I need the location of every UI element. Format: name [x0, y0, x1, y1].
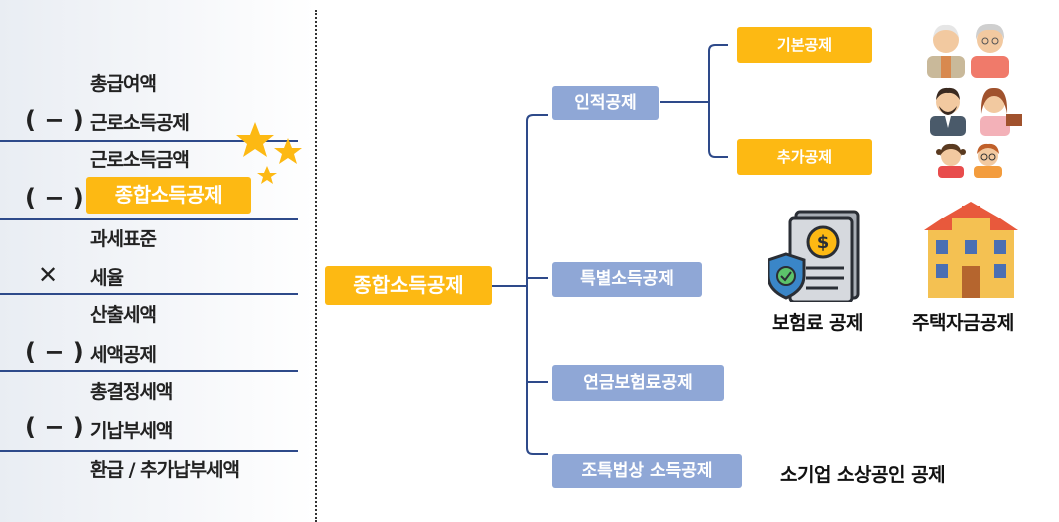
sub-basic-deduction: 기본공제	[737, 27, 872, 63]
adult-couple-icon	[930, 87, 1022, 136]
dotted-divider	[315, 10, 317, 522]
branch-special-income-deduction: 특별소득공제	[552, 262, 702, 297]
calc-earned-income-amount: 근로소득금액	[90, 149, 190, 171]
label-small-business-deduction: 소기업 소상공인 공제	[780, 464, 946, 486]
minus-operator: ( − )	[25, 338, 84, 366]
branch-personal-deduction: 인적공제	[552, 86, 659, 120]
sub-additional-deduction: 추가공제	[737, 139, 872, 175]
divider-line	[0, 450, 298, 452]
left-panel-background	[0, 0, 316, 522]
insurance-document-icon: $	[768, 210, 860, 302]
divider-line	[0, 293, 298, 295]
multiply-operator: ✕	[38, 261, 59, 289]
branch-special-tax-act-deduction: 조특법상 소득공제	[552, 454, 742, 488]
calc-prepaid-tax: 기납부세액	[90, 420, 173, 442]
branch-pension-insurance-deduction: 연금보험료공제	[552, 365, 724, 401]
calc-tax-base: 과세표준	[90, 228, 157, 250]
divider-line	[0, 140, 298, 142]
minus-operator: ( − )	[25, 413, 84, 441]
calc-calculated-tax: 산출세액	[90, 304, 157, 326]
house-icon	[924, 202, 1018, 298]
divider-line	[0, 370, 298, 372]
label-housing-fund-deduction: 주택자금공제	[912, 312, 1014, 334]
calc-tax-rate: 세율	[90, 267, 124, 289]
star-icon	[236, 122, 302, 184]
svg-text:$: $	[817, 232, 830, 253]
calc-refund-additional-tax: 환급 / 추가납부세액	[90, 459, 240, 481]
calc-earned-income-deduction: 근로소득공제	[90, 112, 190, 134]
minus-operator: ( − )	[25, 184, 84, 212]
minus-operator: ( − )	[25, 106, 84, 134]
elderly-couple-icon	[927, 23, 1009, 78]
root-comprehensive-income-deduction: 종합소득공제	[325, 266, 492, 305]
calc-gross-salary: 총급여액	[90, 73, 157, 95]
divider-line	[0, 218, 298, 220]
calc-tax-credit: 세액공제	[90, 344, 157, 366]
calc-total-determined-tax: 총결정세액	[90, 381, 173, 403]
label-insurance-deduction: 보험료 공제	[772, 312, 864, 334]
children-icon	[936, 143, 1002, 178]
highlight-comprehensive-income-deduction: 종합소득공제	[86, 177, 251, 214]
